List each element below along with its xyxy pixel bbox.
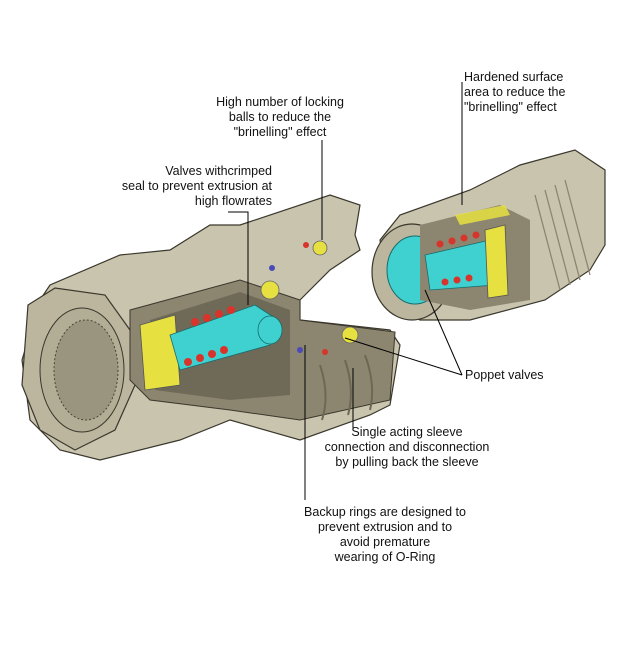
socket-bore-thread [53,319,119,421]
socket-sleeve-grooves [319,354,374,421]
plug-threads [534,179,591,291]
plug-spring [436,231,480,286]
leader-poppet-1 [344,337,463,376]
callout-backup-rings: Backup rings are designed to prevent ext… [304,505,466,564]
callout-valves: Valves withcrimped seal to prevent extru… [121,164,272,208]
socket-locking-ball-2 [312,240,328,256]
socket-poppet-head [257,315,283,345]
socket-locking-ball-1 [260,280,280,300]
socket-o-rings [269,242,328,355]
callout-sleeve: Single acting sleeve connection and disc… [324,425,490,469]
leader-poppet-2 [424,289,463,376]
plug-valve-seat [484,224,509,299]
leader-valves [228,211,249,305]
plug-hardened-surface [455,205,510,225]
callout-locking-balls: High number of locking balls to reduce t… [216,95,344,139]
leader-lines [228,82,463,500]
plug-half [371,149,606,321]
socket-half [21,194,401,461]
socket-locking-ball-3 [341,326,359,344]
callout-poppet-valves: Poppet valves [465,368,544,382]
socket-spring [184,306,235,366]
socket-valve-seat [139,314,181,391]
callout-hardened-surface: Hardened surface area to reduce the "bri… [464,70,566,114]
